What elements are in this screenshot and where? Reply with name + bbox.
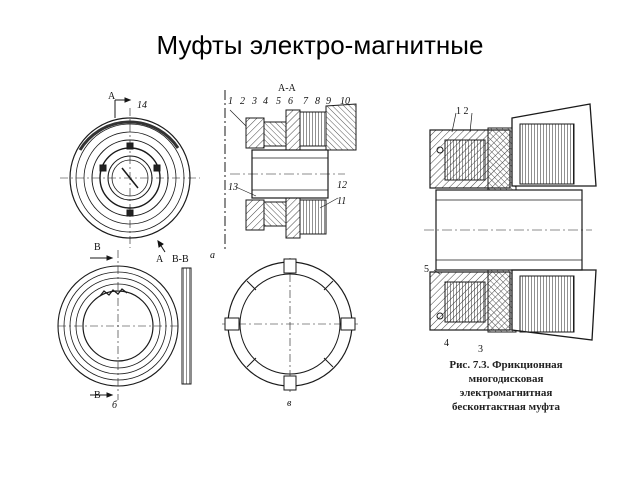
- part-13-label: 13: [228, 182, 238, 193]
- part-11-label: 11: [337, 196, 346, 207]
- arrow-b-top-label: В: [94, 242, 101, 253]
- subfigure-a-label: а: [210, 250, 215, 261]
- caption-line: Рис. 7.3. Фрикционная: [449, 359, 562, 371]
- label-5: 5: [424, 264, 429, 275]
- part-label: 6: [288, 96, 293, 107]
- caption-line: многодисковая: [469, 373, 544, 385]
- part-label: 1: [228, 96, 233, 107]
- part-label: 7: [303, 96, 309, 107]
- view-v: [222, 258, 358, 392]
- label-3: 3: [478, 344, 483, 355]
- section-aa-drawing: [224, 90, 357, 250]
- view-b: [57, 250, 192, 400]
- part-label: 5: [276, 96, 281, 107]
- subfigure-v-label: в: [287, 398, 292, 409]
- figure-caption: Рис. 7.3. Фрикционная многодисковая элек…: [449, 359, 562, 413]
- section-bb-label: В-В: [172, 254, 189, 265]
- part-label: 2: [240, 96, 245, 107]
- arrow-b-bottom-label: В: [94, 390, 101, 401]
- caption-line: электромагнитная: [460, 387, 553, 399]
- subfigure-b-label: б: [112, 400, 118, 411]
- label-1-2: 1 2: [456, 106, 469, 117]
- part-label: 3: [251, 96, 257, 107]
- arrow-a-bottom: [157, 240, 166, 253]
- part-label: 10: [340, 96, 350, 107]
- page-title: Муфты электро-магнитные: [156, 30, 484, 60]
- section-aa-label: А-А: [278, 83, 297, 94]
- part-label: 9: [326, 96, 331, 107]
- part-label: 8: [315, 96, 320, 107]
- clutch-section-drawing: [424, 103, 597, 341]
- part-12-label: 12: [337, 180, 347, 191]
- arrow-a-bottom-label: А: [156, 254, 164, 265]
- part-label: 4: [263, 96, 268, 107]
- arrow-a-top-label: А: [108, 91, 116, 102]
- caption-line: бесконтактная муфта: [452, 401, 560, 413]
- part-number-row: 1 2 3 4 5 6 7 8 9 10: [228, 96, 350, 107]
- front-view-a: [60, 97, 200, 248]
- label-4: 4: [444, 338, 449, 349]
- part-14-label: 14: [137, 100, 147, 111]
